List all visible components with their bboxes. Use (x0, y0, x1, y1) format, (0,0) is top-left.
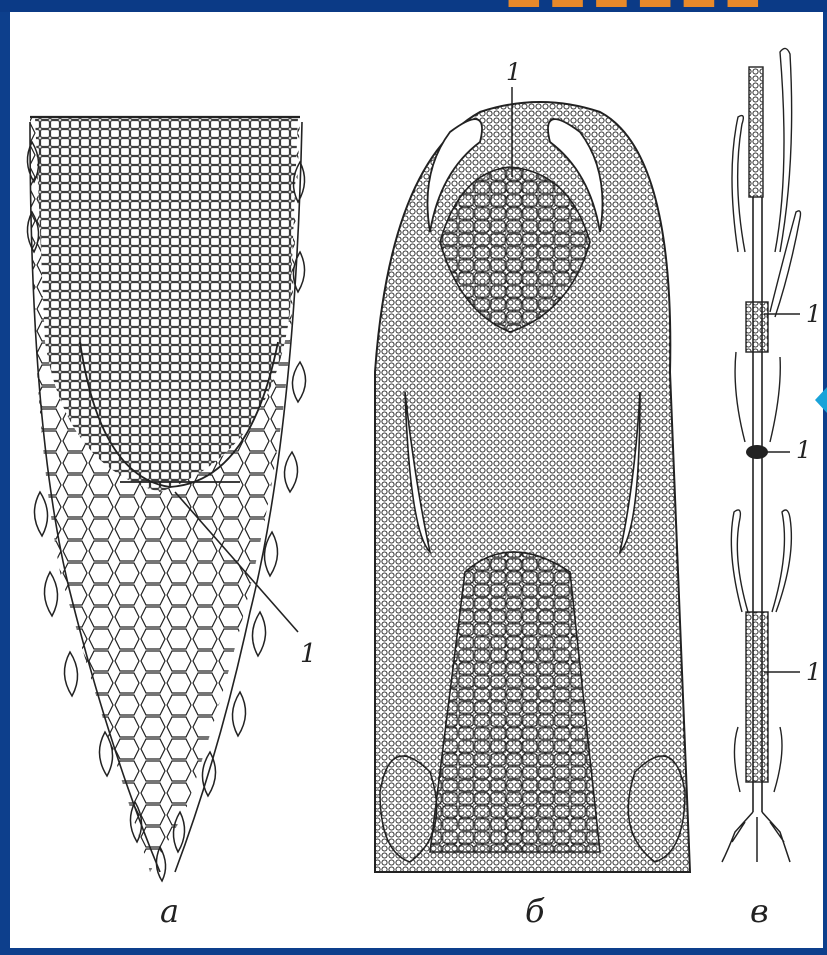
decorative-logo-strip: ▬▬▬▬▬▬ (505, 0, 827, 12)
callout-label-a: 1 (300, 639, 317, 669)
panel-letter-c: в (750, 892, 769, 930)
panel-letter-b: б (525, 892, 545, 930)
callout-leaders-c (764, 314, 800, 672)
panel-b-shoot-apex: 1 (370, 58, 700, 882)
botany-figure: 1 1 (10, 12, 823, 948)
callout-label-c2: 1 (796, 436, 811, 464)
callout-label-c3: 1 (806, 658, 821, 686)
panel-letter-a: а (160, 892, 179, 930)
slide-top-bar: ▬▬▬▬▬▬ (0, 0, 827, 12)
callout-label-c1: 1 (806, 300, 821, 328)
next-slide-arrow-icon[interactable] (815, 386, 827, 414)
panel-c-stem-nodes: 1 1 1 (722, 48, 821, 862)
panel-a-root-tip: 1 (27, 112, 316, 882)
figure-panel: 1 1 (10, 12, 823, 948)
callout-label-b: 1 (506, 58, 521, 86)
